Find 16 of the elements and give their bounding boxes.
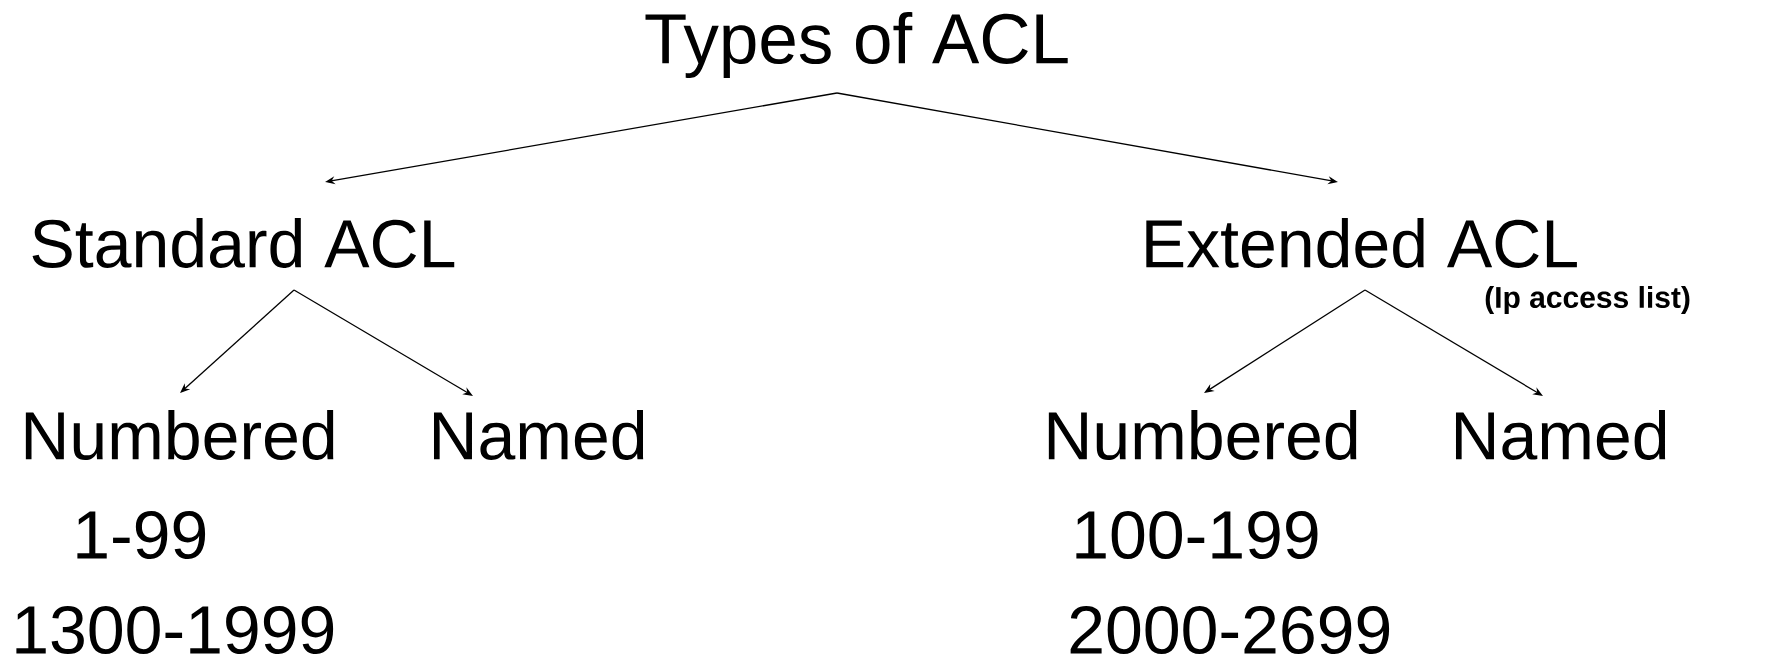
range-text: 100-199 xyxy=(1076,510,1318,560)
arrow xyxy=(293,289,473,396)
range-text: 1-99 xyxy=(77,510,206,560)
arrow xyxy=(180,289,295,393)
arrow xyxy=(1204,289,1366,393)
range-text: 2000-2699 xyxy=(1070,605,1390,655)
arrow xyxy=(1364,289,1543,396)
label-text: Extended ACL xyxy=(1146,218,1577,268)
note-text: (Ip access list) xyxy=(1485,286,1690,314)
label-text: Named xyxy=(1456,410,1666,460)
label-text: Numbered xyxy=(1048,410,1357,460)
label-text: Numbered xyxy=(25,410,334,460)
label-text: Standard ACL xyxy=(32,218,455,268)
label-text: Named xyxy=(434,410,644,460)
label-text: Types of ACL xyxy=(645,11,1068,79)
range-text: 1300-1999 xyxy=(16,605,334,655)
